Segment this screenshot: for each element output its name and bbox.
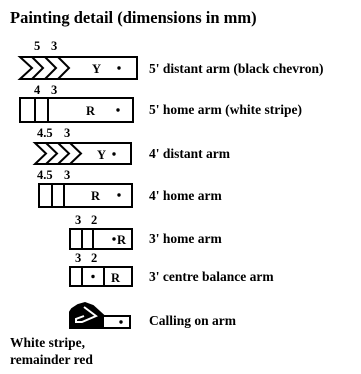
spectacle-dot — [112, 152, 116, 156]
arm-5ft-home: 4 3 R — [19, 83, 134, 123]
dim-5ft-home-second: 3 — [51, 83, 57, 97]
arm-letter-4ft-distant: Y — [97, 148, 106, 162]
dim-4ft-distant-second: 3 — [64, 126, 70, 140]
spectacle-dot — [117, 193, 121, 197]
dim-4ft-home-first: 4.5 — [37, 168, 53, 182]
arm-4ft-distant: 4.5 3 Y — [32, 126, 132, 165]
spectacle-dot — [91, 274, 95, 279]
dim-3ft-home-second: 2 — [91, 213, 97, 227]
label-5ft-distant-arm: 5' distant arm (black chevron) — [149, 61, 324, 76]
arm-calling-on — [69, 301, 131, 329]
arm-letter-5ft-home: R — [86, 104, 96, 118]
arm-letter-5ft-distant: Y — [92, 62, 101, 76]
arm-letter-4ft-home: R — [91, 189, 101, 203]
label-calling-on-arm: Calling on arm — [149, 313, 237, 328]
diagram-title: Painting detail (dimensions in mm) — [10, 8, 257, 27]
spectacle-dot — [112, 237, 116, 241]
label-4ft-distant-arm: 4' distant arm — [149, 146, 230, 161]
dim-4ft-distant-first: 4.5 — [37, 126, 53, 140]
spectacle-dot — [119, 320, 123, 324]
dim-3ft-home-first: 3 — [75, 213, 81, 227]
spectacle-dot — [116, 108, 120, 112]
label-3ft-centre-balance-arm: 3' centre balance arm — [149, 269, 274, 284]
label-4ft-home-arm: 4' home arm — [149, 188, 222, 203]
arm-3ft-home: 3 2 R — [69, 213, 133, 250]
dim-5ft-distant-second: 3 — [51, 39, 57, 53]
note-line-2: remainder red — [10, 352, 93, 367]
arm-3ft-centre-balance: 3 2 R — [69, 251, 133, 287]
arm-letter-3ft-home: R — [117, 233, 127, 247]
arm-4ft-home: 4.5 3 R — [37, 168, 133, 208]
dim-4ft-home-second: 3 — [64, 168, 70, 182]
dim-5ft-distant-first: 5 — [34, 39, 40, 53]
arm-letter-3ft-balance: R — [111, 271, 121, 285]
spectacle-dot — [117, 66, 121, 70]
arm-5ft-distant: 5 3 Y — [17, 39, 138, 80]
dim-3ft-balance-second: 2 — [91, 251, 97, 265]
label-5ft-home-arm: 5' home arm (white stripe) — [149, 102, 302, 117]
label-3ft-home-arm: 3' home arm — [149, 231, 222, 246]
note-line-1: White stripe, — [10, 335, 85, 350]
dim-3ft-balance-first: 3 — [75, 251, 81, 265]
dim-5ft-home-first: 4 — [34, 83, 41, 97]
